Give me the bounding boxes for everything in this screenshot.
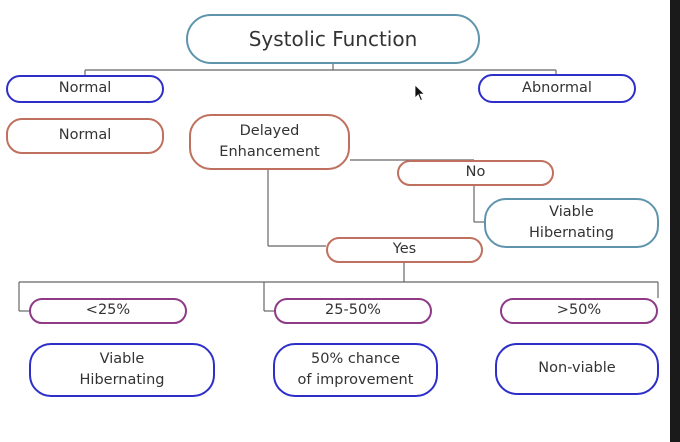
pct-gt50-node: >50% <box>500 298 658 324</box>
viable-no-line-2: Hibernating <box>529 225 614 241</box>
result-lt25-node: Viable Hibernating <box>29 343 215 397</box>
pct-lt25-node: <25% <box>29 298 187 324</box>
normal-result-node: Normal <box>6 118 164 154</box>
result-lt25-line-1: Viable <box>99 350 145 367</box>
no-node: No <box>397 160 554 186</box>
result-lt25-line-2: Hibernating <box>79 372 165 388</box>
delayed-enhancement-node: Delayed Enhancement <box>189 114 350 170</box>
pct-25-50-node: 25-50% <box>274 298 432 324</box>
result-25-50-line-2: of improvement <box>297 372 414 388</box>
normal-branch-node: Normal <box>6 75 164 103</box>
viable-hibernating-no-node: Viable Hibernating <box>484 198 659 248</box>
result-gt50-node: Non-viable <box>495 343 659 395</box>
root-node: Systolic Function <box>186 14 480 64</box>
result-25-50-node: 50% chance of improvement <box>273 343 438 397</box>
abnormal-branch-node: Abnormal <box>478 74 636 103</box>
delayed-line-2: Enhancement <box>219 144 320 160</box>
result-25-50-line-1: 50% chance <box>311 350 400 367</box>
yes-node: Yes <box>326 237 483 263</box>
screen-edge-bar <box>670 0 680 442</box>
mouse-cursor-icon <box>414 84 426 102</box>
delayed-line-1: Delayed <box>239 122 300 139</box>
viable-no-line-1: Viable <box>549 203 594 220</box>
